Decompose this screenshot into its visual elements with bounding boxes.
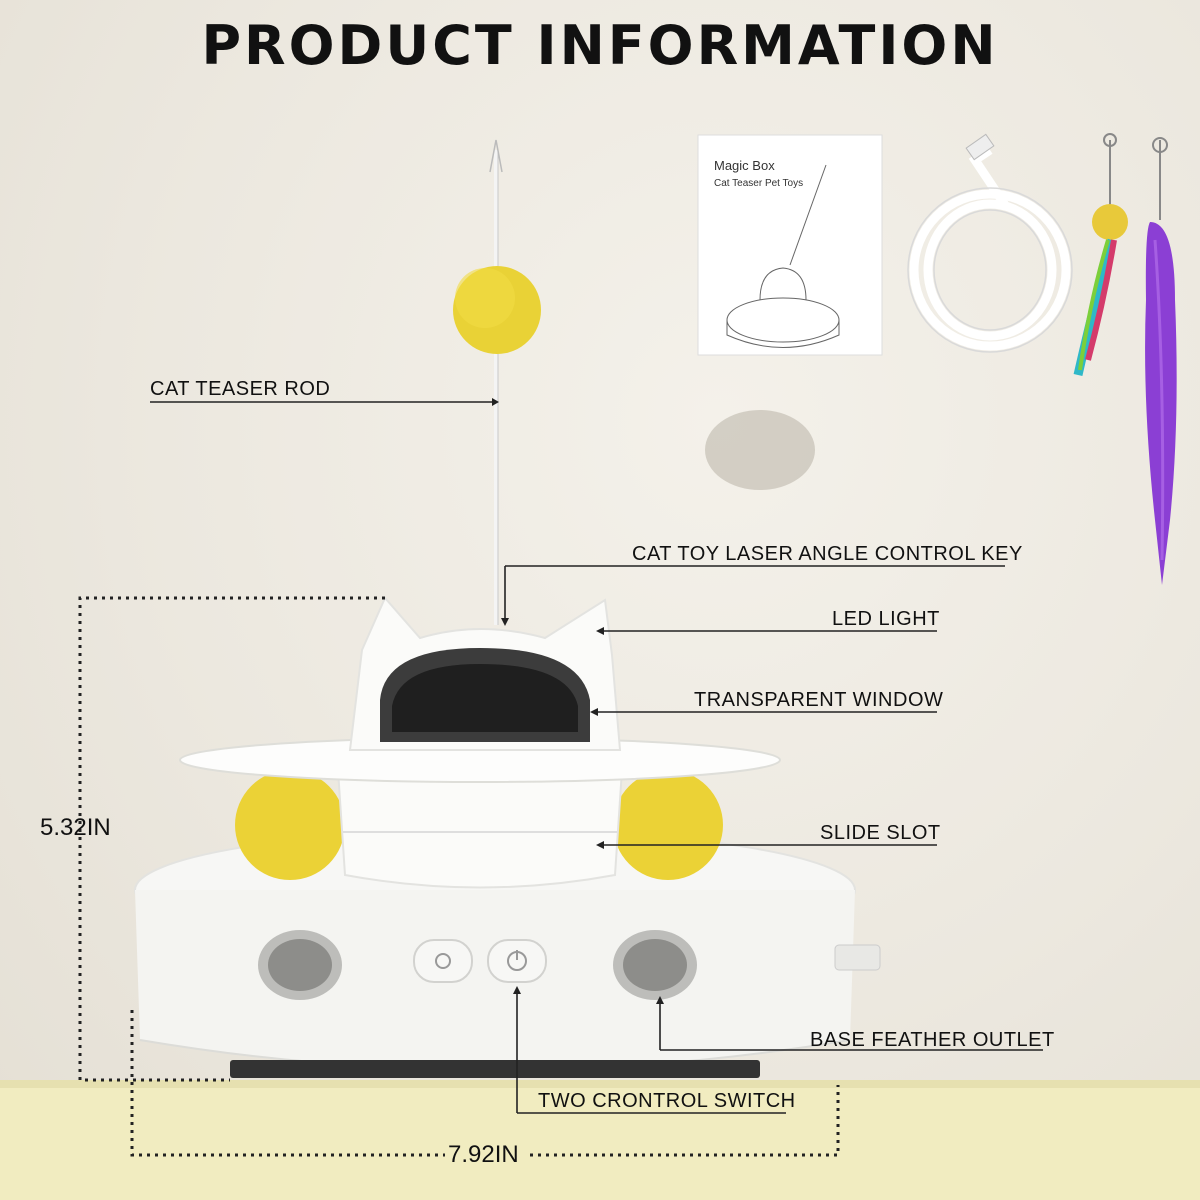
leader-lines bbox=[150, 401, 1043, 1114]
label-teaser-rod: CAT TEASER ROD bbox=[150, 378, 331, 400]
label-transparent-window: TRANSPARENT WINDOW bbox=[694, 689, 944, 711]
width-dimension-line bbox=[130, 1010, 840, 1157]
label-laser-key: CAT TOY LASER ANGLE CONTROL KEY bbox=[632, 543, 1023, 565]
usb-cable bbox=[909, 146, 1071, 351]
booklet-title: Magic Box bbox=[714, 158, 775, 173]
label-led-light: LED LIGHT bbox=[832, 608, 940, 630]
label-feather-outlet: BASE FEATHER OUTLET bbox=[810, 1029, 1055, 1051]
manual-booklet bbox=[697, 134, 883, 356]
label-slide-slot: SLIDE SLOT bbox=[820, 822, 941, 844]
purple-tail-toy bbox=[1145, 137, 1177, 585]
cat-head-dome bbox=[348, 596, 622, 751]
label-control-switch: TWO CRONTROL SWITCH bbox=[538, 1090, 796, 1112]
product-base bbox=[134, 829, 881, 1078]
booklet-subtitle: Cat Teaser Pet Toys bbox=[714, 178, 804, 189]
side-ball-left bbox=[235, 770, 345, 880]
leader-arrows bbox=[492, 398, 664, 1004]
side-ball-right bbox=[613, 770, 723, 880]
page-title: PRODUCT INFORMATION bbox=[201, 14, 999, 77]
dimension-height: 5.32IN bbox=[40, 814, 111, 841]
dimension-width: 7.92IN bbox=[448, 1141, 519, 1168]
feather-toy bbox=[1073, 133, 1128, 376]
usb-plug bbox=[965, 133, 995, 161]
height-dimension-line bbox=[78, 596, 385, 1082]
booklet-mini-drawing bbox=[726, 164, 840, 348]
middle-body bbox=[336, 769, 624, 889]
shadow-blob bbox=[705, 410, 815, 490]
table-surface bbox=[0, 1085, 1200, 1200]
